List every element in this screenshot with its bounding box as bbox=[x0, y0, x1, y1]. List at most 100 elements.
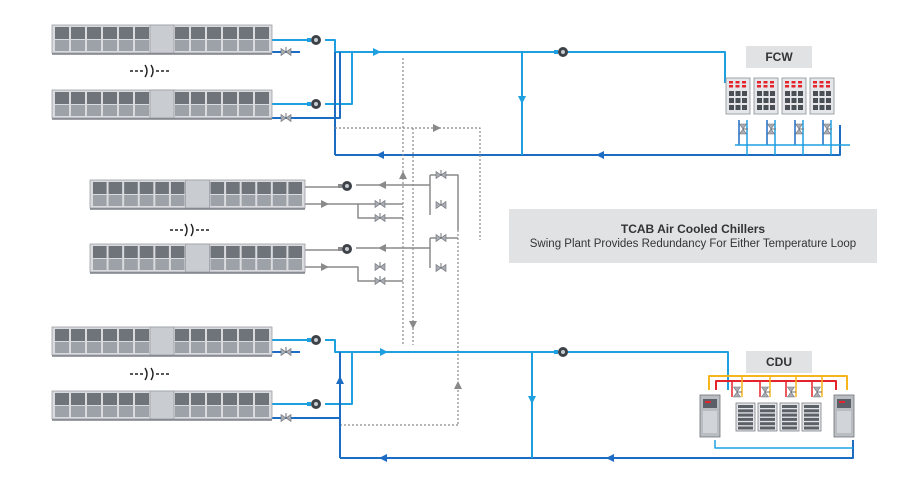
break-curve bbox=[184, 223, 188, 237]
rack-unit bbox=[760, 426, 775, 430]
swing-valve-icon bbox=[374, 262, 386, 272]
chiller-control-panel bbox=[149, 326, 175, 356]
fcw-module bbox=[757, 105, 762, 110]
fcw-module bbox=[826, 98, 831, 103]
break-curve bbox=[144, 367, 148, 381]
fcw-module bbox=[729, 98, 734, 103]
pump-icon bbox=[338, 181, 352, 191]
pump-icon bbox=[307, 335, 321, 345]
chiller-fan bbox=[241, 246, 256, 258]
swing-valve-icon bbox=[435, 233, 447, 243]
fan-coil-wall-icon bbox=[809, 77, 835, 115]
fcw-module bbox=[785, 91, 790, 96]
fcw-indicator bbox=[729, 85, 733, 88]
chiller2-return bbox=[272, 52, 341, 119]
chiller-fan bbox=[255, 329, 269, 341]
fcw-valve-icon bbox=[822, 123, 832, 135]
cdu-hot-loop bbox=[715, 380, 837, 390]
supply-arrow bbox=[380, 348, 388, 356]
chiller-fan bbox=[108, 182, 123, 194]
swing-arrow bbox=[378, 244, 386, 252]
break-symbol-icon bbox=[130, 64, 170, 78]
info-panel: TCAB Air Cooled Chillers Swing Plant Pro… bbox=[509, 209, 877, 263]
chiller-fan bbox=[71, 27, 85, 39]
return-arrow bbox=[379, 454, 387, 462]
chiller-fan bbox=[124, 182, 138, 194]
chiller-coil bbox=[288, 195, 302, 206]
chiller-fan bbox=[223, 27, 237, 39]
chiller-fan bbox=[272, 182, 287, 194]
chiller-coil bbox=[241, 259, 256, 270]
chiller-coil bbox=[257, 259, 271, 270]
chiller-fan bbox=[139, 182, 154, 194]
cdu-valve-icon bbox=[786, 386, 796, 398]
fcw-indicator bbox=[742, 81, 746, 84]
swing-valve-icon bbox=[374, 276, 386, 286]
chiller-fan bbox=[119, 329, 133, 341]
rack-unit bbox=[782, 417, 797, 421]
fcw-module bbox=[729, 91, 734, 96]
chiller-coil bbox=[239, 406, 253, 417]
rack-unit bbox=[738, 422, 753, 426]
fan-coil-wall-icon bbox=[753, 77, 779, 115]
cdu-led bbox=[839, 401, 845, 403]
fcw-module bbox=[791, 105, 797, 110]
rack-unit bbox=[804, 426, 819, 430]
pump-impeller bbox=[314, 402, 318, 406]
fcw-indicator bbox=[813, 85, 817, 88]
chiller-control-panel bbox=[185, 243, 210, 273]
fcw-valve-icon bbox=[766, 123, 776, 135]
chiller-fan bbox=[108, 246, 123, 258]
chiller-fan bbox=[210, 246, 225, 258]
rack-unit bbox=[760, 413, 775, 417]
chiller-coil bbox=[87, 342, 101, 353]
fcw-indicator bbox=[791, 81, 796, 84]
chiller-coil bbox=[108, 259, 123, 270]
supply-arrow bbox=[373, 48, 381, 56]
swing-valve-icon bbox=[435, 263, 447, 273]
rack-unit bbox=[760, 409, 775, 413]
valve-icon bbox=[280, 413, 292, 423]
return-arrow bbox=[376, 151, 384, 159]
chiller-fan bbox=[191, 393, 205, 405]
fcw-module bbox=[770, 98, 775, 103]
chiller-fan bbox=[175, 27, 189, 39]
cdu-display bbox=[837, 399, 851, 408]
fcw-module bbox=[742, 98, 747, 103]
fcw-label: FCW bbox=[746, 46, 812, 68]
chiller-fan bbox=[175, 329, 189, 341]
fcw-module bbox=[798, 105, 803, 110]
chiller-fan bbox=[257, 182, 271, 194]
chiller-coil bbox=[139, 195, 154, 206]
chiller-fan bbox=[55, 92, 69, 104]
chiller-coil bbox=[170, 195, 185, 206]
chiller-fan bbox=[226, 182, 240, 194]
cdu-door bbox=[703, 411, 717, 433]
cdu-led bbox=[705, 401, 711, 403]
chiller-coil bbox=[239, 342, 253, 353]
coolant-distribution-unit-icon bbox=[833, 394, 855, 438]
swing-arrow bbox=[378, 181, 386, 189]
swing1-link bbox=[430, 174, 459, 230]
chiller-fan bbox=[239, 92, 253, 104]
rack-unit bbox=[782, 409, 797, 413]
fcw-module bbox=[826, 105, 831, 110]
fcw-module bbox=[819, 105, 825, 110]
chiller-coil bbox=[135, 105, 149, 116]
rack-unit bbox=[760, 405, 775, 408]
chiller-coil bbox=[71, 342, 85, 353]
chiller-coil bbox=[71, 40, 85, 51]
fcw-indicator bbox=[826, 81, 830, 84]
break-symbol-icon bbox=[170, 223, 210, 237]
swing1-return bbox=[305, 203, 403, 219]
break-curve bbox=[144, 64, 148, 78]
fcw-return-header bbox=[335, 125, 841, 156]
chiller-fan bbox=[207, 27, 221, 39]
fcw-module bbox=[763, 105, 769, 110]
fcw-module bbox=[785, 98, 790, 103]
chiller-coil bbox=[119, 406, 133, 417]
chiller-fan bbox=[55, 393, 69, 405]
pump-nozzle bbox=[307, 338, 311, 342]
chiller-fan bbox=[175, 92, 189, 104]
